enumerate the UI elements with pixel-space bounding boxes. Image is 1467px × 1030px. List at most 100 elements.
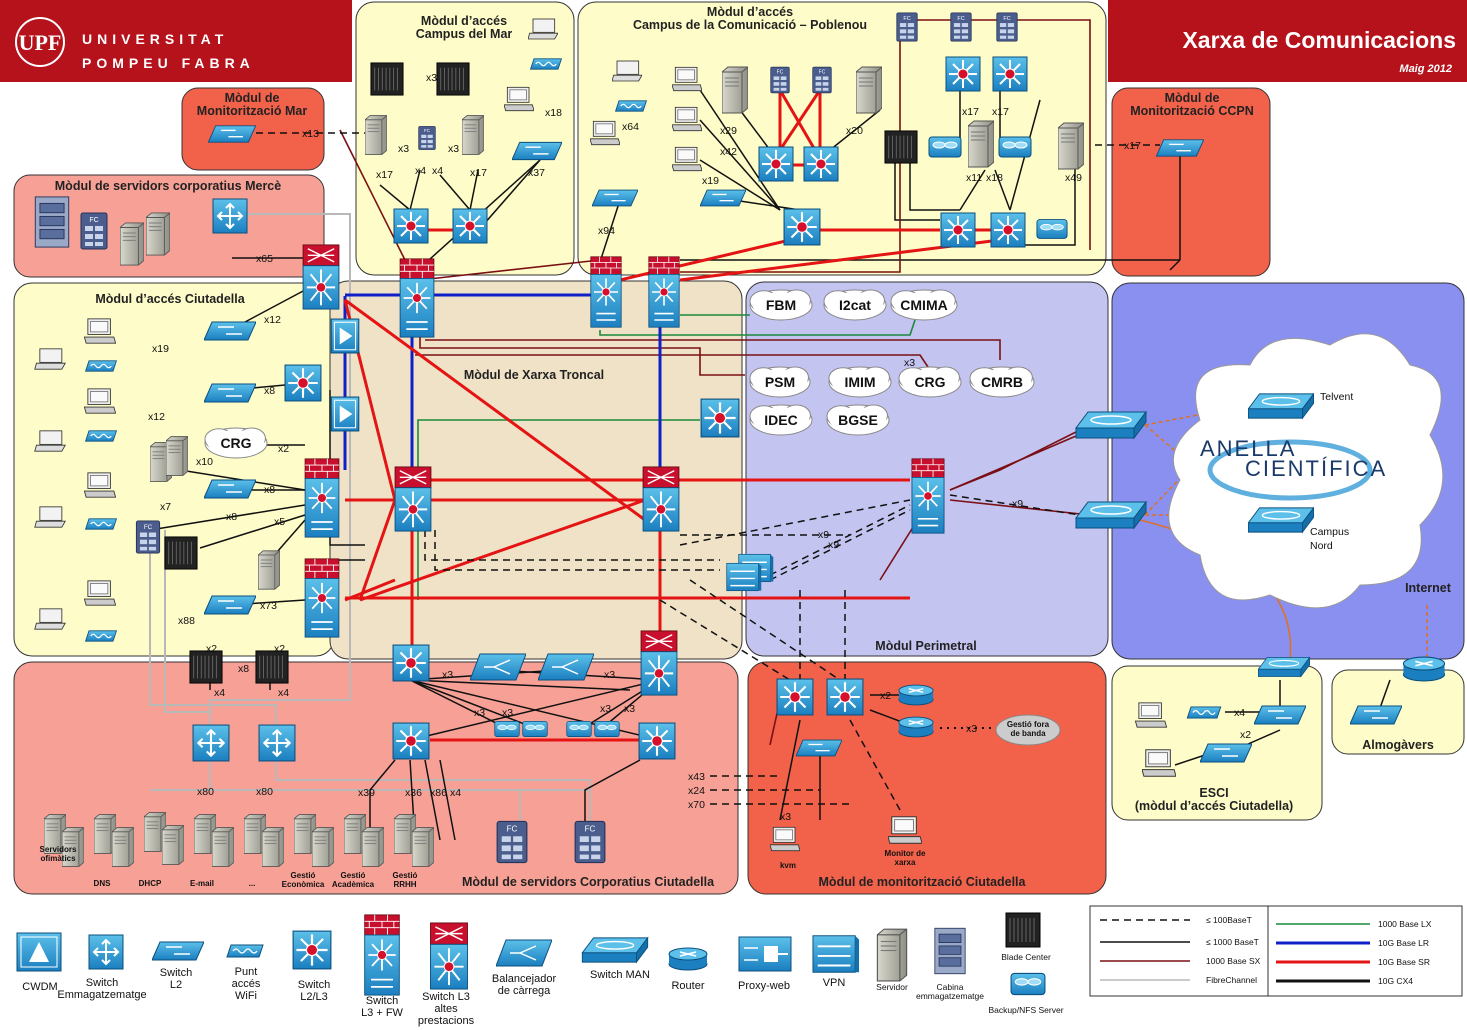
cwdm-icon — [330, 318, 360, 354]
wifi-ap-icon — [615, 100, 647, 112]
backup-server-icon — [494, 720, 520, 738]
header-banner-right — [1108, 0, 1467, 82]
count-label: x20 — [846, 125, 863, 137]
troncal-title: Mòdul de Xarxa Troncal — [464, 368, 604, 382]
server-icon — [166, 436, 188, 476]
count-label: x4 — [432, 165, 443, 177]
legend-sw-altes-icon — [429, 922, 469, 990]
blade-center-icon — [436, 62, 470, 96]
legend-item: Backup/NFS Server — [988, 972, 1064, 1015]
server-icon — [112, 827, 134, 867]
cloud-fbm: FBM — [749, 289, 813, 321]
switch-l2l3-icon — [940, 212, 976, 248]
wifi-ap-icon — [84, 518, 118, 530]
count-label: x10 — [196, 456, 213, 468]
switch-man-icon — [1248, 393, 1314, 419]
count-label: x8 — [226, 511, 237, 523]
server-label: DNS — [94, 879, 112, 888]
line-legend-item: ≤ 100BaseT — [1100, 915, 1252, 925]
cloud-crg: CRG — [898, 366, 962, 398]
count-label: x65 — [256, 253, 273, 265]
server-icon — [365, 115, 387, 155]
count-label: x18 — [986, 172, 1003, 184]
vpn-icon — [726, 562, 762, 592]
cloud-crg-label: CRG — [914, 374, 945, 390]
count-label: x4 — [415, 165, 426, 177]
count-label: x11 — [966, 172, 982, 184]
server-label: DHCP — [139, 879, 162, 888]
count-label: x3 — [600, 703, 611, 715]
fc-storage-icon — [80, 212, 108, 250]
count-label: x3 — [624, 703, 635, 715]
switch-fw-icon — [304, 458, 340, 538]
header: UPF UNIVERSITAT POMPEU FABRA Xarxa de Co… — [0, 0, 1467, 82]
switch-fw-icon — [647, 256, 681, 328]
switch-l2l3-icon — [392, 722, 430, 760]
count-label: x3 — [426, 72, 437, 84]
anella-title-1: ANELLA — [1200, 436, 1296, 461]
legend-item: CWDM — [16, 932, 62, 993]
count-label: x9 — [1012, 498, 1023, 510]
count-label: x17 — [992, 106, 1009, 118]
legend-sw-emmag-icon — [88, 934, 124, 970]
count-label: x64 — [622, 121, 639, 133]
server-icon — [120, 222, 144, 266]
switch-l2l3-icon — [783, 208, 821, 246]
switch-l2l3-icon — [700, 398, 740, 438]
line-legend-item: 1000 Base LX — [1276, 919, 1432, 929]
wifi-ap-icon — [84, 630, 118, 642]
count-label: x17 — [962, 106, 979, 118]
page-title: Xarxa de Comunicacions — [1182, 27, 1456, 53]
backup-server-icon — [928, 136, 962, 158]
count-label: x73 — [260, 600, 277, 612]
server-icon — [212, 827, 234, 867]
wifi-ap-icon — [1186, 706, 1222, 719]
backup-server-icon — [594, 720, 620, 738]
backup-server-icon — [1036, 219, 1068, 239]
switch-l2l3-icon — [992, 56, 1028, 92]
count-label: x2 — [206, 643, 217, 655]
line-legend-item: 10G Base SR — [1276, 957, 1430, 967]
switch-altes-icon — [302, 244, 340, 310]
line-legend-item: FibreChannel — [1100, 975, 1257, 985]
switch-l2-icon — [1156, 139, 1204, 157]
zone-esci — [1111, 665, 1323, 821]
switch-altes-icon — [642, 466, 680, 532]
blade-center-icon — [189, 650, 223, 684]
count-label: x12 — [148, 411, 165, 423]
count-label: x2 — [1240, 729, 1251, 741]
load-balancer-icon — [470, 653, 526, 681]
internet-title: Internet — [1405, 581, 1452, 595]
count-label: x88 — [178, 615, 195, 627]
switch-l2l3-icon — [758, 146, 794, 182]
fc-storage-icon — [574, 820, 606, 864]
count-label: x4 — [278, 687, 289, 699]
blade-center-icon — [884, 130, 918, 164]
legend-label: Blade Center — [1001, 952, 1051, 962]
count-label: x2 — [278, 443, 289, 455]
server-icon — [1058, 122, 1084, 170]
count-label: x42 — [720, 146, 737, 158]
fc-storage-icon — [996, 12, 1018, 42]
count-label: x80 — [197, 786, 214, 798]
legend-label: Proxy-web — [738, 980, 790, 992]
server-icon — [968, 120, 994, 168]
line-legend-item: 1000 Base SX — [1100, 956, 1261, 966]
count-label: x24 — [688, 785, 705, 797]
switch-l2-icon — [204, 383, 256, 403]
line-legend-item: ≤ 1000 BaseT — [1100, 937, 1259, 947]
legend-line-label: ≤ 1000 BaseT — [1206, 937, 1259, 947]
count-label: x37 — [528, 167, 545, 179]
count-label: x8 — [264, 484, 275, 496]
